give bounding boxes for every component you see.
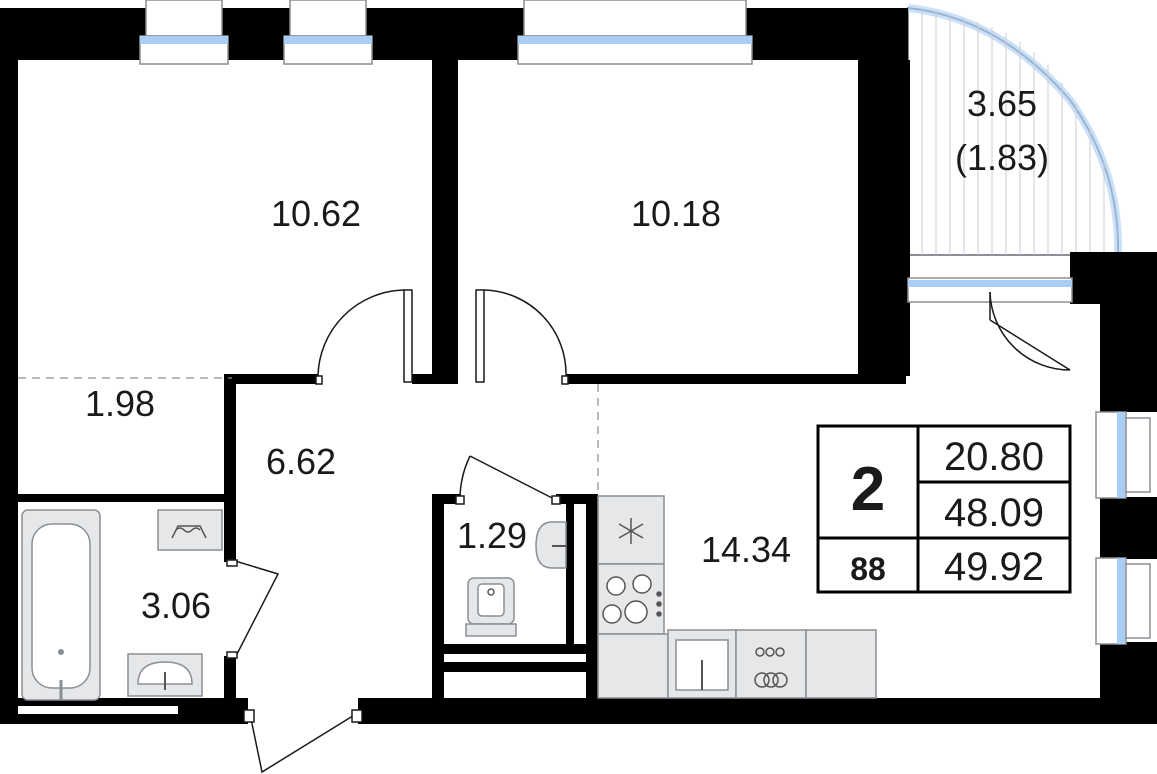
- total-area: 48.09: [944, 491, 1044, 535]
- window-bedroom2: [517, 0, 753, 65]
- bath-sill: [18, 706, 178, 714]
- toilet: [465, 577, 517, 637]
- balcony-area: 3.65: [967, 83, 1037, 124]
- bathtub: [21, 509, 101, 701]
- room-area-hall: 6.62: [266, 441, 336, 482]
- wall-balcony-left: [858, 60, 910, 376]
- wall-bedroom2-bottom: [566, 374, 906, 384]
- doors: [226, 289, 1071, 774]
- burner-icons: [602, 574, 662, 624]
- wall-bedroom1-bottom-b: [412, 374, 458, 384]
- wall-wc-top-a: [432, 494, 460, 504]
- wall-hall-left-low: [224, 656, 236, 712]
- wall-bottom-right: [358, 698, 1157, 724]
- wall-top: [0, 8, 908, 60]
- counter: [597, 633, 669, 699]
- rooms-count: 2: [851, 455, 885, 524]
- living-area: 20.80: [944, 435, 1044, 479]
- wall-bedroom-divider: [432, 60, 458, 384]
- door-bedroom2: [475, 289, 569, 385]
- window-bedroom1-a: [139, 0, 229, 65]
- windows: [139, 0, 1151, 645]
- door-bedroom1: [315, 289, 413, 385]
- wall-bedroom1-bottom: [232, 374, 318, 384]
- wall-bath-top: [18, 494, 236, 502]
- dishwasher-icon: [754, 647, 788, 688]
- washing-machine: [157, 509, 223, 551]
- room-area-bedroom-right: 10.18: [631, 193, 721, 234]
- wall-wc-inner: [566, 504, 574, 648]
- window-bedroom1-b: [283, 0, 373, 65]
- total-area-with-balcony: 49.92: [944, 545, 1044, 589]
- door-entrance: [243, 709, 363, 774]
- door-balcony: [989, 291, 1071, 371]
- apartment-number: 88: [850, 551, 886, 587]
- bathroom-sink: [127, 653, 203, 697]
- stove: [597, 563, 665, 635]
- room-area-storage: 1.98: [85, 383, 155, 424]
- room-area-bathroom: 3.06: [141, 585, 211, 626]
- window-kitchen-b: [1095, 557, 1151, 645]
- dishwasher: [735, 629, 807, 699]
- walls: [0, 8, 1157, 724]
- wall-left: [0, 8, 18, 714]
- window-kitchen-a: [1095, 411, 1151, 499]
- wall-wc-top-b: [556, 494, 598, 504]
- snowflake-icon: [618, 518, 644, 544]
- wall-wc-bottom: [432, 644, 598, 654]
- room-area-toilet: 1.29: [457, 515, 527, 556]
- wc-sink: [535, 521, 567, 569]
- room-area-bedroom-left: 10.62: [271, 193, 361, 234]
- balcony-reduced-area: (1.83): [955, 137, 1049, 178]
- wall-wc-right: [586, 494, 598, 706]
- wall-hall-left: [224, 374, 236, 562]
- door-bathroom: [226, 559, 280, 659]
- summary-box: [816, 424, 1072, 594]
- door-wc: [455, 455, 561, 505]
- wall-wc-left: [432, 494, 444, 706]
- kitchen: [597, 495, 877, 699]
- counter-end: [805, 629, 877, 699]
- wall-right: [1100, 252, 1157, 412]
- wall-balcony-bottom: [858, 252, 910, 304]
- wall-wc-shaft: [432, 662, 598, 672]
- wall-right-mid: [1100, 497, 1157, 559]
- zone-dividers: [18, 377, 599, 494]
- balcony: [907, 4, 1123, 256]
- room-area-kitchen: 14.34: [701, 529, 791, 570]
